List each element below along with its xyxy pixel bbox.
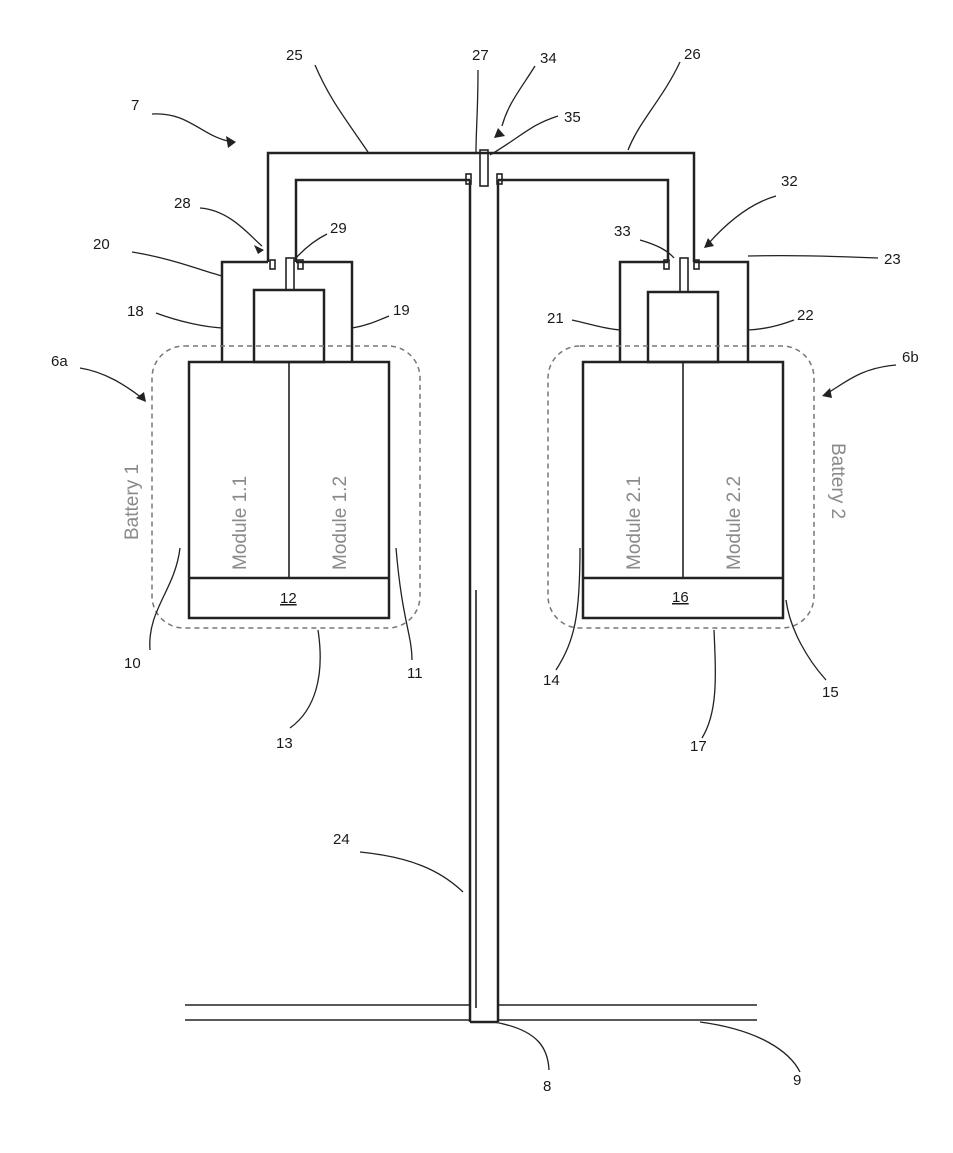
label-25: 25 — [286, 47, 303, 64]
label-29: 29 — [330, 220, 347, 237]
label-27: 27 — [472, 47, 489, 64]
module-1-2-label: Module 1.2 — [330, 476, 351, 570]
label-17: 17 — [690, 738, 707, 755]
reference-numerals: 7 25 27 34 26 35 28 29 20 32 33 23 18 19… — [51, 46, 919, 1095]
battery-1-label: Battery 1 — [122, 464, 143, 540]
label-33: 33 — [614, 223, 631, 240]
label-26: 26 — [684, 46, 701, 63]
label-15: 15 — [822, 684, 839, 701]
label-24: 24 — [333, 831, 350, 848]
label-34: 34 — [540, 50, 557, 67]
label-7: 7 — [131, 97, 139, 114]
label-13: 13 — [276, 735, 293, 752]
label-12: 12 — [280, 590, 297, 607]
label-21: 21 — [547, 310, 564, 327]
leader-lines — [80, 62, 896, 1072]
label-32: 32 — [781, 173, 798, 190]
label-20: 20 — [93, 236, 110, 253]
battery-2-label: Battery 2 — [827, 443, 848, 519]
label-28: 28 — [174, 195, 191, 212]
label-16: 16 — [672, 589, 689, 606]
label-35: 35 — [564, 109, 581, 126]
label-22: 22 — [797, 307, 814, 324]
label-23: 23 — [884, 251, 901, 268]
label-8: 8 — [543, 1078, 551, 1095]
label-10: 10 — [124, 655, 141, 672]
label-19: 19 — [393, 302, 410, 319]
battery-2 — [548, 346, 814, 628]
valve-35 — [466, 150, 502, 186]
manifold-pipe — [268, 153, 694, 262]
label-11: 11 — [407, 665, 423, 682]
label-14: 14 — [543, 672, 560, 689]
module-2-1-label: Module 2.1 — [624, 476, 645, 570]
module-labels: Module 1.1 Module 1.2 Module 2.1 Module … — [230, 476, 745, 570]
label-6b: 6b — [902, 349, 919, 366]
label-9: 9 — [793, 1072, 801, 1089]
label-6a: 6a — [51, 353, 68, 370]
module-1-1-label: Module 1.1 — [230, 476, 251, 570]
battery-1 — [152, 346, 420, 628]
module-2-2-label: Module 2.2 — [724, 476, 745, 570]
label-18: 18 — [127, 303, 144, 320]
central-pipe — [470, 180, 498, 1022]
